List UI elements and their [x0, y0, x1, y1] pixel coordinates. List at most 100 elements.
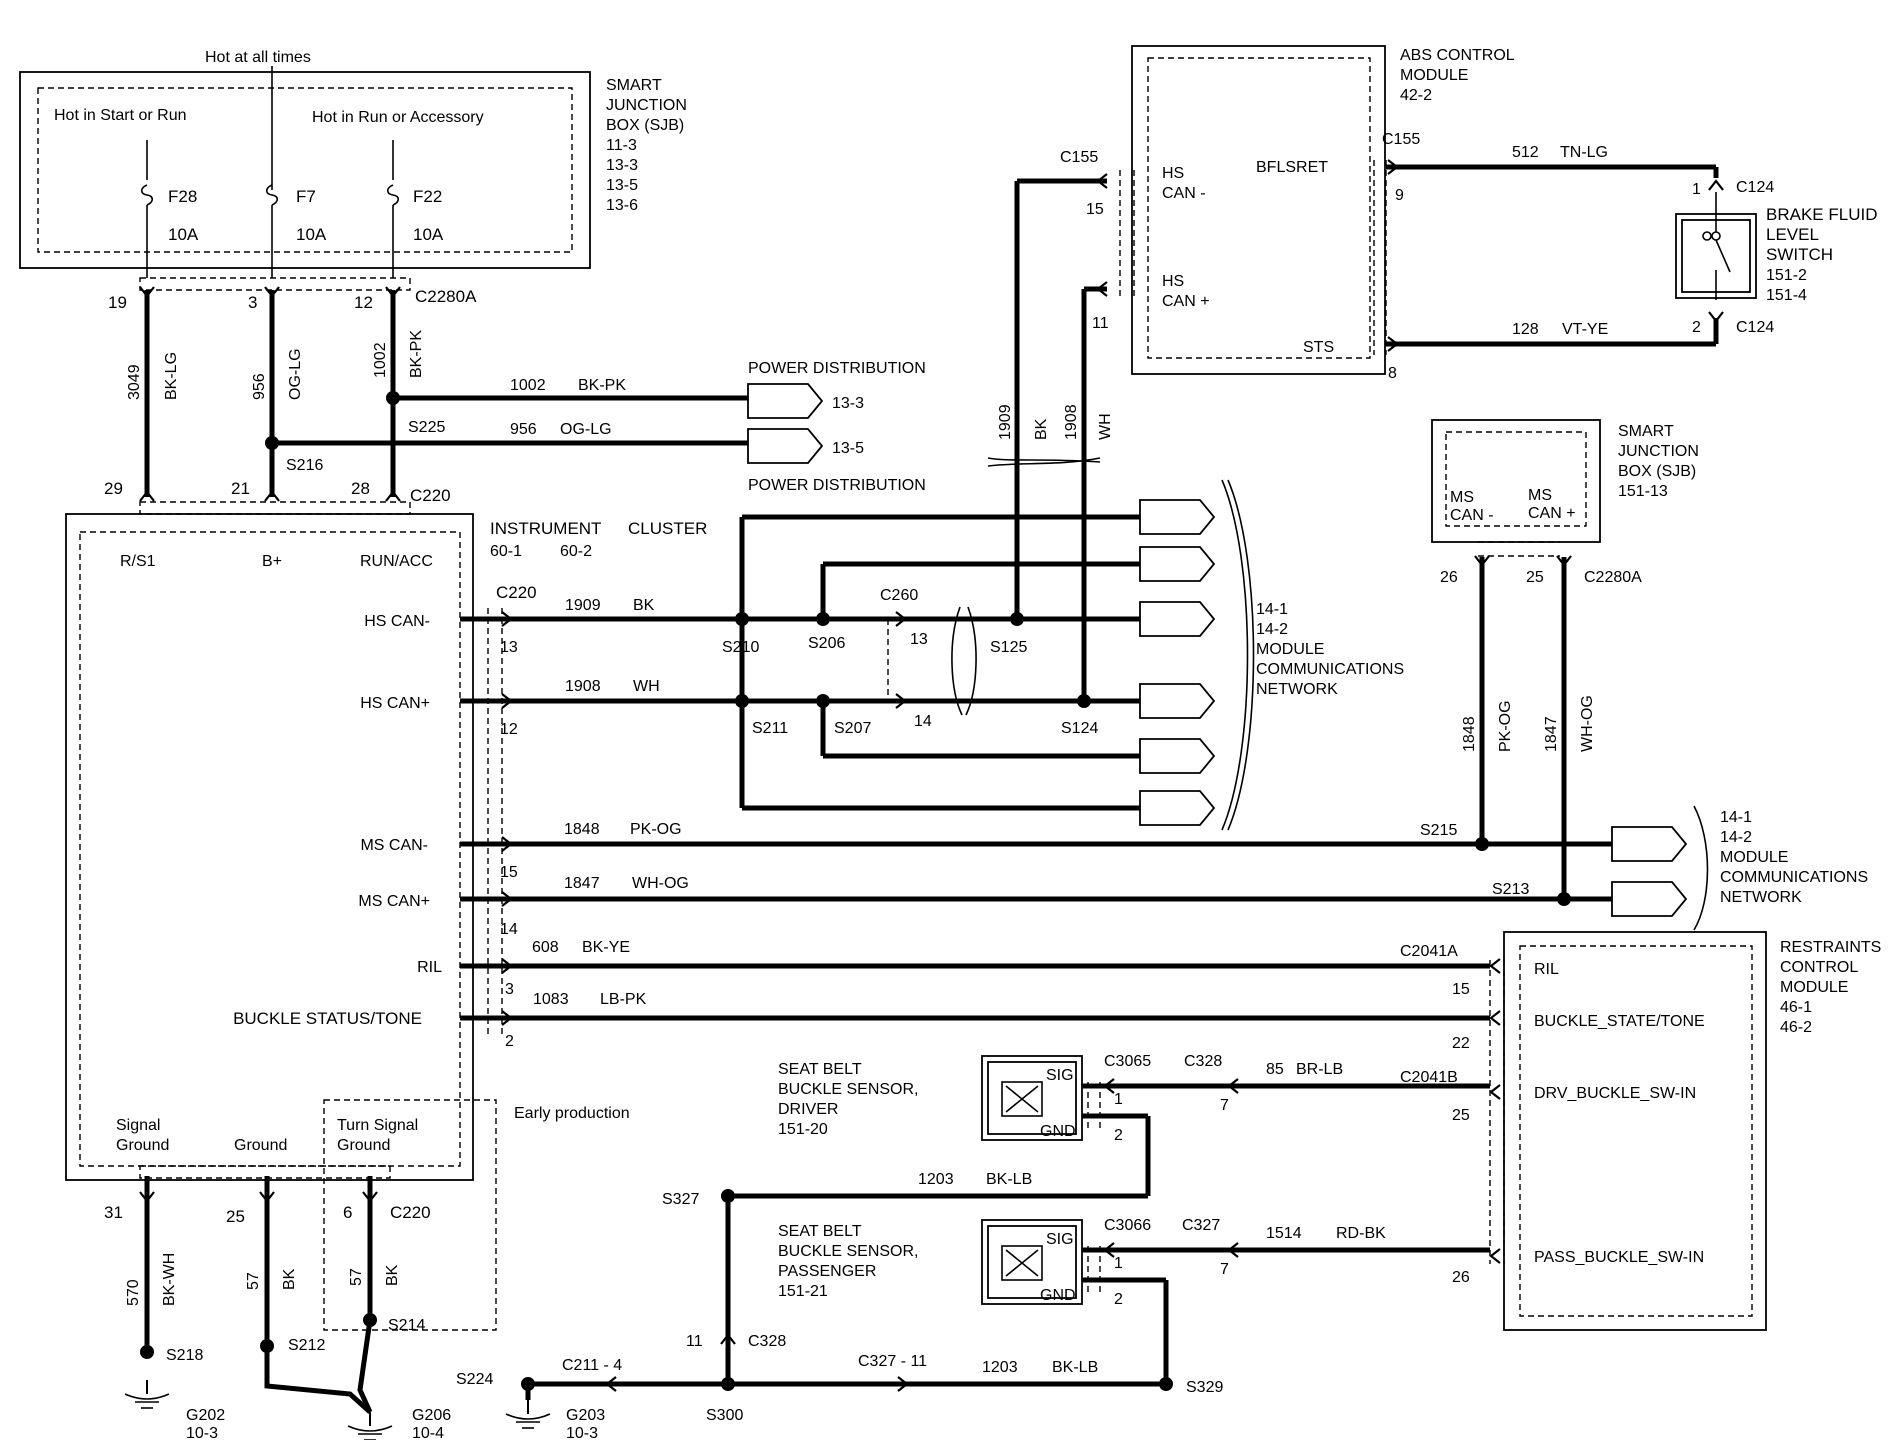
svg-text:C220: C220 — [390, 1203, 431, 1222]
svg-text:42-2: 42-2 — [1400, 87, 1432, 104]
svg-text:NETWORK: NETWORK — [1256, 681, 1338, 698]
svg-text:MS CAN+: MS CAN+ — [358, 893, 430, 910]
svg-text:S211: S211 — [752, 720, 788, 737]
svg-text:22: 22 — [1452, 1035, 1470, 1052]
sjb-right: MS CAN - MS CAN + SMART JUNCTION BOX (SJ… — [1420, 419, 1868, 931]
svg-text:BK-YE: BK-YE — [582, 939, 630, 956]
svg-text:85: 85 — [1266, 1061, 1284, 1078]
svg-text:BOX (SJB): BOX (SJB) — [606, 117, 684, 134]
svg-text:S214: S214 — [388, 1317, 425, 1334]
svg-text:BK-PK: BK-PK — [578, 377, 626, 394]
svg-text:512: 512 — [1512, 144, 1539, 161]
svg-text:RIL: RIL — [1534, 961, 1559, 978]
splice-s300 — [721, 1377, 735, 1391]
mcn-plug-4-icon — [1139, 683, 1215, 719]
svg-text:HS CAN+: HS CAN+ — [360, 695, 430, 712]
early-production-label: Early production — [514, 1105, 630, 1122]
seat-belt-passenger: SEAT BELT BUCKLE SENSOR, PASSENGER 151-2… — [778, 1217, 1490, 1388]
svg-text:S215: S215 — [1420, 822, 1457, 839]
mcn-plug-3-icon — [1139, 601, 1215, 637]
svg-text:151-20: 151-20 — [778, 1121, 828, 1138]
svg-text:Signal: Signal — [116, 1117, 160, 1134]
svg-text:15: 15 — [1452, 981, 1470, 998]
svg-text:B+: B+ — [262, 553, 282, 570]
svg-text:NETWORK: NETWORK — [1720, 889, 1802, 906]
svg-text:1909: 1909 — [565, 597, 601, 614]
svg-text:MS: MS — [1528, 487, 1552, 504]
svg-text:1: 1 — [1114, 1091, 1123, 1108]
mcn-right-plug-2-icon — [1611, 881, 1687, 917]
svg-text:13-3: 13-3 — [832, 395, 864, 412]
svg-text:LEVEL: LEVEL — [1766, 225, 1819, 244]
svg-text:R/S1: R/S1 — [120, 553, 156, 570]
splice-s225 — [386, 391, 400, 405]
svg-text:1203: 1203 — [918, 1171, 954, 1188]
mcn-left-label: 14-1 14-2 MODULE COMMUNICATIONS NETWORK — [1256, 601, 1404, 698]
svg-text:14-2: 14-2 — [1720, 829, 1752, 846]
svg-text:19: 19 — [108, 293, 127, 312]
svg-text:570: 570 — [125, 1279, 142, 1306]
svg-text:C328: C328 — [1184, 1053, 1222, 1070]
svg-text:1: 1 — [1692, 181, 1701, 198]
svg-text:1002: 1002 — [372, 342, 389, 378]
svg-text:BFLSRET: BFLSRET — [1256, 159, 1328, 176]
hot-run-acc-label: Hot in Run or Accessory — [312, 109, 484, 126]
cluster-wires: 13 12 15 14 3 2 1909 BK 1908 WH 1848 PK-… — [460, 597, 1612, 1050]
hot-start-run-label: Hot in Start or Run — [54, 107, 187, 124]
svg-text:10-3: 10-3 — [566, 1425, 598, 1440]
svg-text:BK-LB: BK-LB — [1052, 1359, 1098, 1376]
seat-pass-title: SEAT BELT BUCKLE SENSOR, PASSENGER 151-2… — [778, 1223, 918, 1300]
seat-driver-title: SEAT BELT BUCKLE SENSOR, DRIVER 151-20 — [778, 1061, 918, 1138]
svg-text:1848: 1848 — [1461, 716, 1478, 752]
svg-text:C211 - 4: C211 - 4 — [562, 1357, 622, 1374]
mcn-right-label: 14-1 14-2 MODULE COMMUNICATIONS NETWORK — [1720, 809, 1868, 906]
svg-text:SEAT BELT: SEAT BELT — [778, 1061, 862, 1078]
connector-c220-top: C220 — [410, 486, 451, 505]
svg-text:14-2: 14-2 — [1256, 621, 1288, 638]
svg-text:BK: BK — [1033, 418, 1050, 440]
svg-text:151-21: 151-21 — [778, 1283, 828, 1300]
splice-s215 — [1475, 837, 1489, 851]
fuse-f28-rating: 10A — [168, 225, 199, 244]
svg-text:608: 608 — [532, 939, 559, 956]
svg-text:MODULE: MODULE — [1780, 979, 1848, 996]
fuse-f22-icon — [386, 184, 400, 206]
splice-s211 — [735, 694, 749, 708]
splice-s218 — [140, 1345, 154, 1359]
svg-text:151-4: 151-4 — [1766, 287, 1807, 304]
sjb-top-title: SMART JUNCTION BOX (SJB) 11-3 13-3 13-5 … — [606, 77, 687, 214]
svg-text:PK-OG: PK-OG — [1497, 700, 1514, 752]
svg-text:CAN -: CAN - — [1450, 507, 1494, 524]
svg-text:MS CAN-: MS CAN- — [360, 837, 428, 854]
svg-text:SMART: SMART — [606, 77, 662, 94]
svg-text:S225: S225 — [408, 419, 445, 436]
svg-text:WH-OG: WH-OG — [632, 875, 689, 892]
svg-text:128: 128 — [1512, 321, 1539, 338]
svg-text:21: 21 — [231, 479, 250, 498]
svg-text:1908: 1908 — [1063, 404, 1080, 440]
svg-text:S125: S125 — [990, 639, 1027, 656]
splice-s206 — [816, 612, 830, 626]
svg-text:SMART: SMART — [1618, 423, 1674, 440]
fuse-f28-id: F28 — [168, 187, 197, 206]
svg-text:956: 956 — [510, 421, 537, 438]
svg-text:S212: S212 — [288, 1337, 325, 1354]
svg-text:CAN -: CAN - — [1162, 185, 1206, 202]
svg-text:7: 7 — [1220, 1261, 1229, 1278]
svg-text:G203: G203 — [566, 1407, 605, 1424]
svg-text:10-3: 10-3 — [186, 1425, 218, 1440]
svg-text:S300: S300 — [706, 1407, 743, 1424]
svg-text:31: 31 — [104, 1203, 123, 1222]
svg-text:1083: 1083 — [533, 991, 569, 1008]
svg-text:SIG: SIG — [1046, 1231, 1074, 1248]
svg-text:BOX (SJB): BOX (SJB) — [1618, 463, 1696, 480]
brake-fluid-switch: 512 TN-LG 128 VT-YE 1 2 C124 C124 BRAKE … — [1386, 144, 1877, 353]
hs-can-network: S210 S206 S125 S211 S207 S124 C260 13 14… — [722, 178, 1404, 831]
mcn-plug-6-icon — [1139, 790, 1215, 826]
svg-text:14-1: 14-1 — [1256, 601, 1288, 618]
svg-text:WH: WH — [633, 678, 660, 695]
svg-text:14-1: 14-1 — [1720, 809, 1752, 826]
svg-text:WH: WH — [1097, 413, 1114, 440]
connector-c220: C220 — [496, 583, 537, 602]
svg-text:C155: C155 — [1060, 149, 1098, 166]
